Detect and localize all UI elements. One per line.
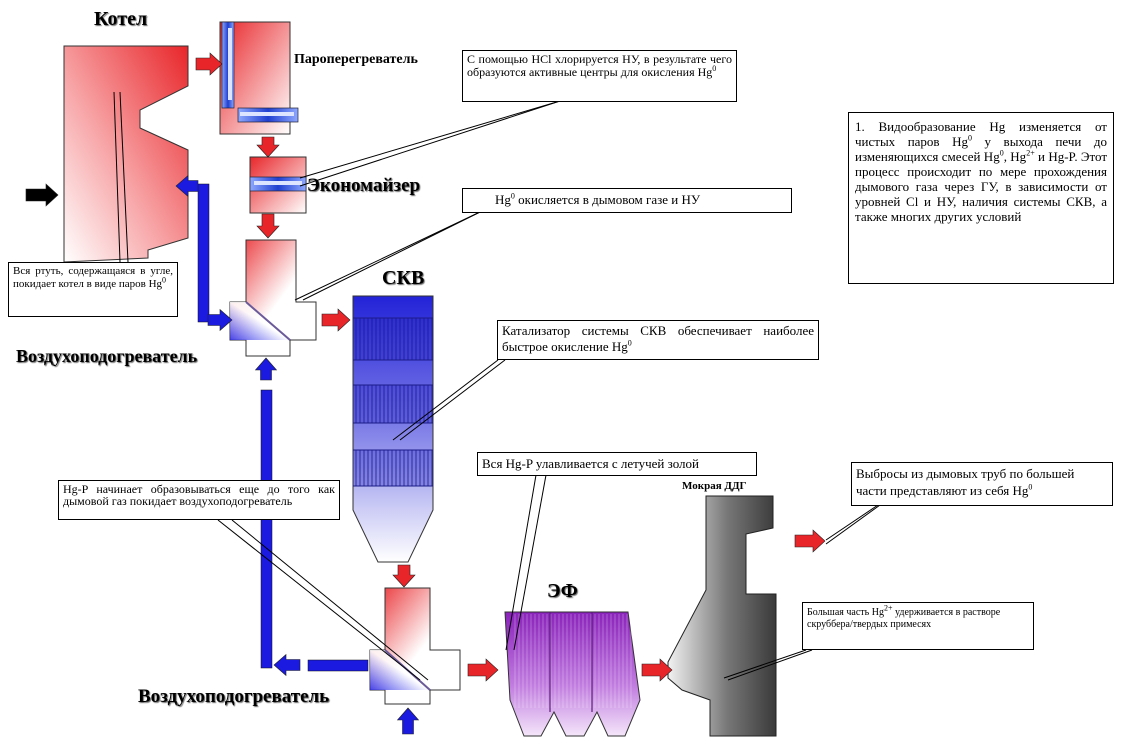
scr-catalyst-layer bbox=[353, 450, 433, 486]
callout-stack: Выбросы из дымовых труб по большей части… bbox=[851, 462, 1113, 506]
superheater bbox=[219, 21, 299, 135]
flow-arrow bbox=[256, 136, 280, 158]
flow-arrow bbox=[794, 529, 826, 553]
callout-scrubber: Большая часть Hg2+ удерживается в раство… bbox=[802, 602, 1034, 650]
callout-coal: Вся ртуть, содержащаяся в угле, покидает… bbox=[8, 262, 178, 317]
callout-catalyst: Катализатор системы СКВ обеспечивает наи… bbox=[497, 320, 819, 360]
flow-arrow bbox=[321, 308, 351, 332]
wet-fgd-label: Мокрая ДДГ bbox=[682, 480, 747, 492]
scr-catalyst-layer bbox=[353, 318, 433, 360]
callout-hg0-oxidized: Hg0 окисляется в дымовом газе и НУ bbox=[462, 188, 792, 213]
callout-leaders bbox=[113, 91, 881, 681]
air-duct bbox=[260, 389, 273, 669]
scr-label: СКВ bbox=[382, 267, 425, 289]
economizer-label: Экономайзер bbox=[307, 175, 421, 196]
economizer bbox=[249, 156, 307, 214]
scr-reactor bbox=[352, 295, 434, 563]
air-to-boiler-arrow bbox=[175, 174, 199, 198]
flow-arrow bbox=[195, 52, 223, 76]
esp-unit bbox=[504, 611, 641, 737]
flow-arrow bbox=[467, 658, 499, 682]
wet-fgd bbox=[667, 495, 777, 737]
air-heater-bottom-label: Воздухоподогреватель bbox=[138, 686, 330, 707]
scr-catalyst-layer bbox=[353, 385, 433, 423]
flow-arrow bbox=[256, 213, 280, 239]
air-duct bbox=[307, 659, 369, 672]
air-into-ah-bottom-arrow bbox=[396, 707, 420, 735]
callout-hcl: С помощью HCl хлорируется НУ, в результа… bbox=[462, 50, 737, 102]
callout-hgp-start: Hg-P начинает образовываться еще до того… bbox=[58, 480, 340, 520]
air-into-ah-arrow bbox=[254, 357, 278, 381]
flow-arrow bbox=[392, 564, 416, 588]
boiler-label: Котел bbox=[94, 8, 148, 30]
superheater-label: Пароперегреватель bbox=[294, 52, 418, 67]
air-return-arrow bbox=[273, 653, 301, 677]
flow-arrow bbox=[641, 658, 673, 682]
air-duct bbox=[197, 183, 210, 323]
air-from-ah-arrow bbox=[207, 308, 233, 332]
air-heater-top bbox=[229, 239, 317, 357]
air-heater-bottom bbox=[369, 587, 461, 705]
callout-flyash: Вся Hg-P улавливается с летучей золой bbox=[477, 452, 757, 476]
air-heater-top-label: Воздухоподогреватель bbox=[16, 346, 198, 366]
callout-speciation: 1. Видообразование Hg изменяется от чист… bbox=[848, 112, 1114, 284]
esp-label: ЭФ bbox=[547, 580, 578, 602]
coal-inlet-arrow bbox=[25, 183, 59, 207]
